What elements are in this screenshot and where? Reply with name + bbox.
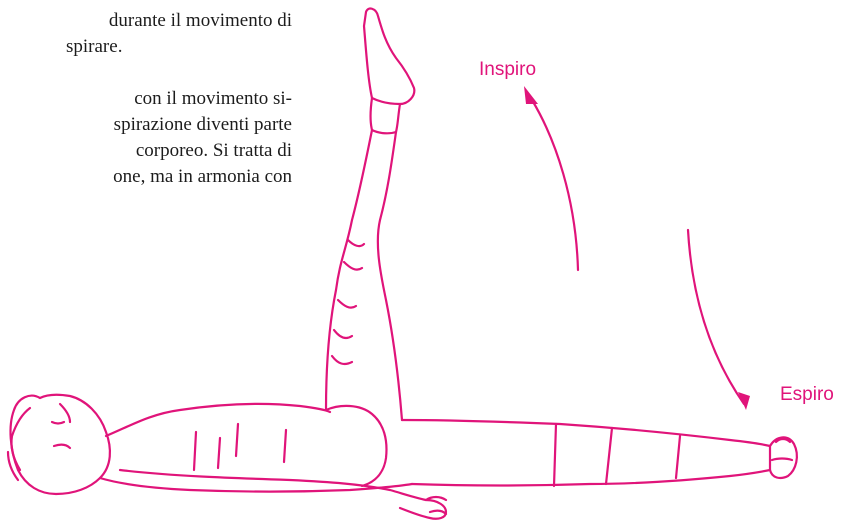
torso-top bbox=[106, 404, 330, 436]
floor-leg-bottom bbox=[412, 470, 770, 486]
thigh-folds bbox=[332, 300, 356, 364]
toes bbox=[772, 439, 792, 460]
arm bbox=[120, 470, 446, 519]
shirt-folds bbox=[194, 424, 286, 470]
inhale-arrowhead bbox=[524, 86, 538, 104]
raised-foot bbox=[364, 9, 414, 104]
raised-leg-back bbox=[378, 104, 402, 420]
inhale-label: Inspiro bbox=[479, 59, 536, 81]
face bbox=[52, 404, 70, 448]
inhale-arrow bbox=[532, 100, 578, 270]
exhale-label: Espiro bbox=[780, 384, 834, 406]
exhale-arrowhead bbox=[738, 392, 750, 410]
ankle-line bbox=[372, 130, 396, 133]
floor-leg-top bbox=[402, 420, 770, 446]
exhale-arrow bbox=[688, 230, 744, 404]
hip bbox=[326, 406, 386, 486]
